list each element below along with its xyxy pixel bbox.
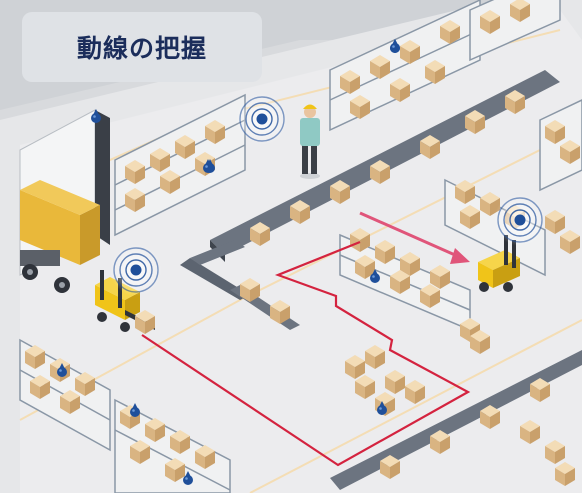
shelf-row-middle [339,99,582,354]
shelf-row-back [114,0,561,237]
signal-rings-icon-forklift [109,243,163,297]
forklift-icon [95,270,155,334]
page-title: 動線の把握 [22,12,262,82]
signal-rings-icon [235,92,289,146]
forklift-icon-right [478,235,520,292]
arrow-icon [450,248,470,264]
route-arrow-line [359,211,456,257]
signal-rings-icon-right [493,193,547,247]
conveyor [180,70,582,490]
shelf-row-front [19,338,575,493]
movement-route [141,211,471,467]
truck-icon [20,180,100,293]
worker-icon [300,104,320,179]
